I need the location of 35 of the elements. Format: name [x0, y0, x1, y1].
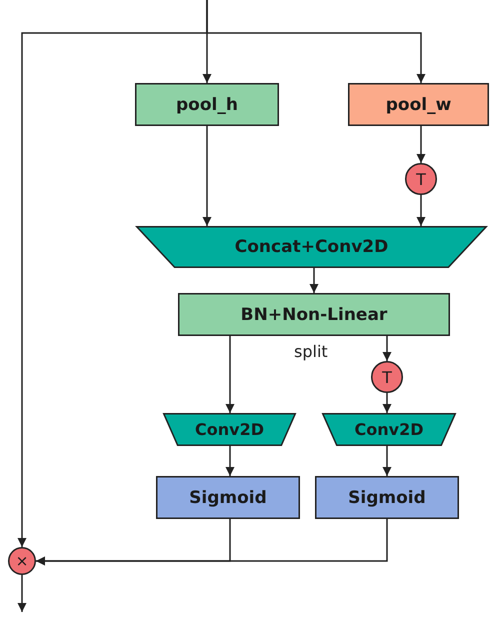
block-label: Conv2D: [354, 420, 424, 439]
arrow: [18, 0, 208, 547]
operator-symbol: T: [382, 368, 392, 386]
block-label: pool_w: [386, 94, 452, 114]
arrow: [36, 519, 388, 566]
transpose-circle: [371, 361, 403, 393]
transpose-circle: [405, 163, 437, 195]
arrow: [202, 126, 212, 226]
arrow: [18, 575, 26, 612]
block-label: Conv2D: [195, 420, 264, 439]
block-label: Concat+Conv2D: [234, 237, 388, 257]
conv-trapezoid: [322, 413, 456, 446]
process-box: [135, 83, 279, 126]
arrow: [226, 446, 234, 476]
process-box: [348, 83, 489, 126]
arrow: [382, 446, 392, 476]
arrow: [416, 195, 426, 226]
block-label: Sigmoid: [348, 488, 426, 508]
block-label: BN+Non-Linear: [240, 304, 388, 324]
arrow: [382, 393, 392, 413]
operator-symbol: T: [416, 170, 426, 188]
arrow: [416, 126, 426, 163]
block-label: Sigmoid: [189, 488, 267, 508]
arrow: [310, 268, 318, 293]
arrow: [382, 336, 392, 361]
block-label: pool_h: [176, 94, 238, 114]
operator-symbol: ×: [16, 552, 28, 570]
process-box: [178, 293, 450, 336]
multiply-circle: [8, 547, 36, 575]
sigmoid-box: [156, 476, 300, 519]
sigmoid-box: [315, 476, 459, 519]
split-label: split: [294, 342, 328, 361]
conv-trapezoid: [163, 413, 296, 446]
arrow: [226, 336, 234, 413]
concat-trapezoid: [136, 226, 487, 268]
